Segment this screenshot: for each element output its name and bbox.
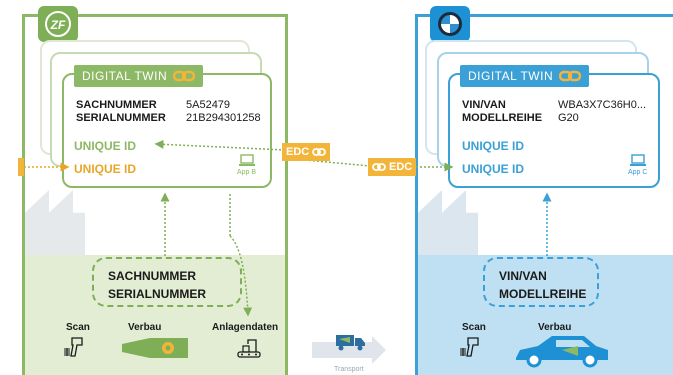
bmw-app-c: App C bbox=[628, 154, 647, 176]
bmw-field2-value: G20 bbox=[558, 112, 579, 124]
barcode-scanner-icon bbox=[460, 337, 479, 357]
zf-unique-id-lower: UNIQUE ID bbox=[74, 162, 137, 176]
chain-link-icon bbox=[372, 163, 386, 171]
zf-field2-value: 21B294301258 bbox=[186, 112, 261, 124]
zf-logo: ZF bbox=[38, 6, 78, 42]
zf-serial-line2: SERIALNUMMER bbox=[108, 287, 206, 301]
chain-link-icon bbox=[559, 70, 582, 82]
barcode-scanner-icon bbox=[64, 337, 83, 357]
edc-badge-right: EDC bbox=[368, 158, 417, 176]
bmw-unique-id-upper: UNIQUE ID bbox=[462, 139, 525, 153]
bmw-unique-id-lower: UNIQUE ID bbox=[462, 162, 525, 176]
gear-part-icon bbox=[122, 338, 188, 358]
bmw-twin-header: DIGITAL TWIN bbox=[460, 65, 590, 87]
bmw-logo bbox=[430, 6, 470, 42]
edc-badge-right-label: EDC bbox=[389, 161, 413, 173]
zf-field1-value: 5A52479 bbox=[186, 99, 231, 111]
bmw-serial-line1: VIN/VAN bbox=[499, 269, 547, 283]
bmw-app-label: App C bbox=[628, 169, 648, 176]
edc-badge-left-label: EDC bbox=[286, 146, 310, 158]
chain-link-icon bbox=[312, 148, 327, 156]
laptop-icon bbox=[629, 154, 646, 166]
bmw-field1-label: VIN/VAN bbox=[462, 99, 506, 111]
zf-label-scan: Scan bbox=[66, 322, 90, 333]
zf-field2-label: SERIALNUMMER bbox=[76, 112, 166, 124]
svg-text:ZF: ZF bbox=[50, 18, 66, 32]
zf-app-label: App B bbox=[237, 169, 257, 176]
zf-unique-id-upper: UNIQUE ID bbox=[74, 139, 137, 153]
laptop-icon bbox=[238, 154, 255, 166]
truck-icon bbox=[336, 335, 365, 351]
bmw-serial-line2: MODELLREIHE bbox=[499, 287, 587, 301]
bmw-field2-label: MODELLREIHE bbox=[462, 112, 543, 124]
zf-field1-label: SACHNUMMER bbox=[76, 99, 157, 111]
zf-label-anlagendaten: Anlagendaten bbox=[212, 322, 279, 333]
zf-serial-line1: SACHNUMMER bbox=[108, 269, 196, 283]
assembly-line-icon bbox=[237, 339, 261, 358]
zf-digital-twin-card: DIGITAL TWIN SACHNUMMER 5A52479 SERIALNU… bbox=[62, 65, 272, 188]
zf-label-verbau: Verbau bbox=[128, 322, 162, 333]
zf-app-b: App B bbox=[237, 154, 256, 176]
bmw-digital-twin-card: DIGITAL TWIN VIN/VAN WBA3X7C36H0... MODE… bbox=[448, 65, 660, 188]
zf-twin-header: DIGITAL TWIN bbox=[74, 65, 204, 87]
zf-twin-title: DIGITAL TWIN bbox=[82, 69, 168, 83]
bmw-serial-box: VIN/VAN MODELLREIHE bbox=[483, 257, 599, 307]
bmw-label-verbau: Verbau bbox=[538, 322, 572, 333]
transport-label: Transport bbox=[334, 366, 364, 373]
car-icon bbox=[516, 336, 608, 368]
bmw-field1-value: WBA3X7C36H0... bbox=[558, 99, 647, 111]
zf-serial-box: SACHNUMMER SERIALNUMMER bbox=[92, 257, 242, 307]
bmw-label-scan: Scan bbox=[462, 322, 486, 333]
bmw-twin-title: DIGITAL TWIN bbox=[468, 69, 554, 83]
edc-badge-left: EDC bbox=[282, 143, 331, 161]
chain-link-icon bbox=[173, 70, 196, 82]
